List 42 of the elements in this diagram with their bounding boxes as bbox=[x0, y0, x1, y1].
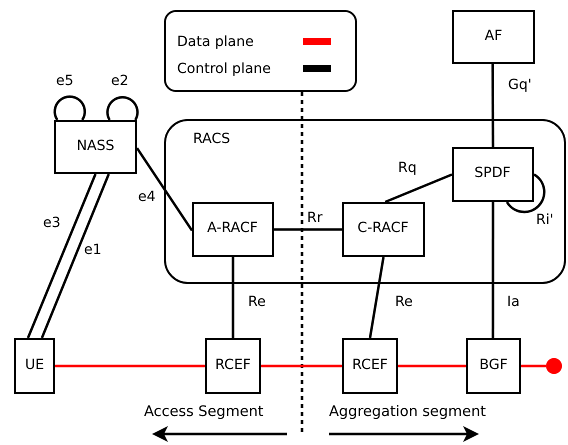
connector-line bbox=[274, 228, 342, 231]
process-box bbox=[192, 202, 274, 256]
node-label: A-RACF bbox=[207, 221, 258, 237]
node-label: NASS bbox=[76, 139, 114, 155]
connector-line bbox=[384, 173, 452, 204]
process-box bbox=[14, 338, 55, 394]
connector-line bbox=[106, 96, 139, 121]
process-box bbox=[452, 146, 534, 202]
connector-line bbox=[55, 364, 205, 368]
process-box bbox=[54, 120, 137, 174]
node-label: AF bbox=[484, 29, 502, 45]
connector-line bbox=[368, 256, 385, 338]
process-box bbox=[466, 338, 521, 394]
connector-line bbox=[521, 364, 546, 368]
node-label: UE bbox=[24, 358, 44, 374]
connector-line bbox=[136, 147, 194, 232]
connector-line bbox=[398, 364, 466, 368]
node-label: RCEF bbox=[352, 358, 388, 374]
node-label: RCEF bbox=[215, 358, 251, 374]
node-label: RACS bbox=[193, 132, 230, 148]
connector-line bbox=[26, 174, 97, 338]
process-box bbox=[205, 338, 261, 394]
node-label: SPDF bbox=[474, 166, 511, 182]
connector-line bbox=[40, 174, 110, 338]
process-box bbox=[452, 10, 535, 64]
connector-line bbox=[491, 64, 494, 147]
process-box bbox=[342, 202, 424, 256]
legend-label: Data plane bbox=[177, 34, 255, 50]
connector-line bbox=[261, 364, 342, 368]
endpoint-dot bbox=[546, 358, 562, 374]
connector-line bbox=[492, 202, 494, 338]
edge-label: Gq' bbox=[507, 78, 533, 94]
legend-label: Control plane bbox=[177, 60, 272, 76]
node-label: C-RACF bbox=[357, 221, 409, 237]
segment-label: Aggregation segment bbox=[329, 405, 486, 421]
process-box bbox=[342, 338, 398, 394]
node-label: BGF bbox=[479, 358, 508, 374]
connector-line bbox=[232, 257, 234, 338]
group-box bbox=[164, 119, 566, 284]
connector-line bbox=[506, 173, 546, 214]
edge-label: Rq bbox=[397, 161, 418, 176]
segment-label: Access Segment bbox=[144, 405, 264, 421]
